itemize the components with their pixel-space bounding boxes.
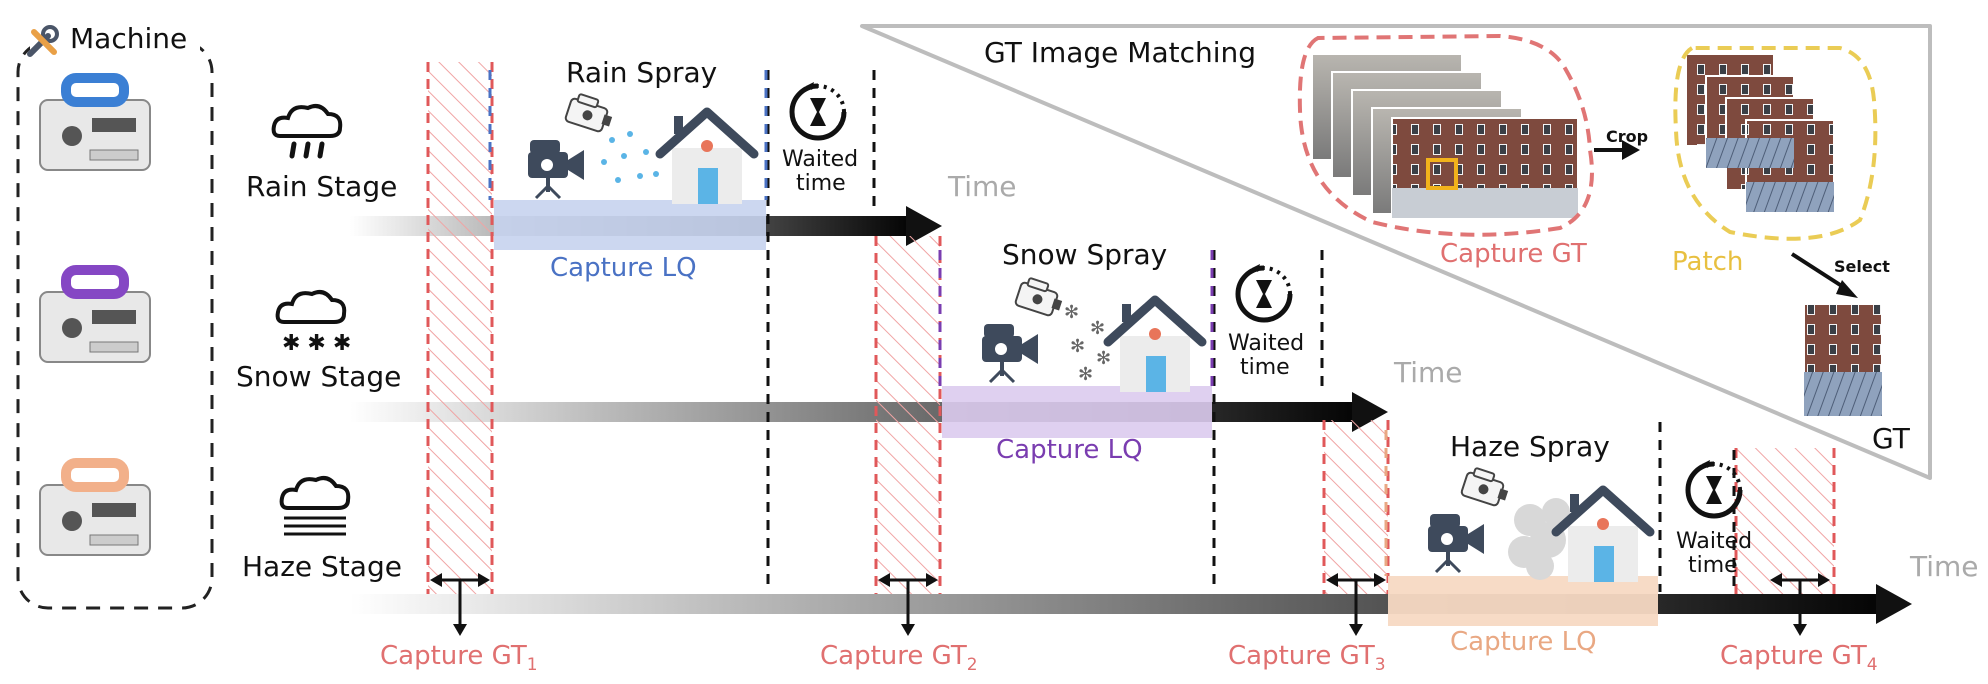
patch-outline bbox=[1673, 46, 1878, 241]
hourglass-icon bbox=[1238, 264, 1290, 320]
rain-cloud-icon bbox=[271, 104, 343, 159]
waited-time-snow: time bbox=[1240, 355, 1290, 380]
gt-patch-image bbox=[1803, 303, 1883, 417]
hourglass-icon bbox=[1688, 460, 1740, 516]
svg-text:✻: ✻ bbox=[1078, 364, 1093, 385]
gt-matching-title: GT Image Matching bbox=[984, 36, 1256, 69]
time-label: Time bbox=[947, 170, 1017, 203]
camera-icon bbox=[1426, 512, 1486, 574]
gt-capture-window bbox=[1734, 448, 1836, 594]
svg-text:✻: ✻ bbox=[1064, 302, 1079, 323]
stage-label-snow: Snow Stage bbox=[236, 360, 401, 393]
hourglass-icon bbox=[792, 82, 844, 138]
stage-label-rain: Rain Stage bbox=[246, 170, 397, 203]
capture-lq-band-snow bbox=[942, 386, 1212, 438]
capture-gt-3-label: Capture GT3 bbox=[1228, 641, 1386, 675]
house-icon bbox=[660, 112, 754, 204]
capture-lq-label-haze: Capture LQ bbox=[1450, 627, 1597, 657]
crop-label: Crop bbox=[1606, 127, 1648, 146]
fog-machine-icon bbox=[40, 78, 150, 170]
gt-label: GT bbox=[1872, 422, 1911, 455]
capture-gt-label: Capture GT bbox=[1440, 239, 1587, 269]
colored-dividers bbox=[488, 70, 1388, 576]
capture-lq-label-rain: Capture LQ bbox=[550, 253, 697, 283]
house-icon bbox=[1556, 490, 1650, 582]
camera-icon bbox=[526, 138, 586, 200]
gt-capture-marker: Capture GT2 bbox=[820, 573, 978, 675]
stage-label-haze: Haze Stage bbox=[242, 550, 402, 583]
fog-machine-icon bbox=[40, 270, 150, 362]
gt-matching-panel bbox=[860, 24, 1932, 480]
capture-lq-band-rain bbox=[494, 200, 766, 250]
snow-cloud-icon: ✱ ✱ ✱ bbox=[275, 290, 351, 356]
haze-smoke bbox=[1508, 498, 1570, 580]
capture-gt-outline bbox=[1297, 33, 1594, 237]
gt-capture-window bbox=[426, 62, 494, 594]
waited-label-snow: Waited bbox=[1228, 331, 1304, 356]
patch-stack bbox=[1685, 53, 1835, 213]
haze-cloud-icon bbox=[279, 476, 351, 536]
house-icon bbox=[1108, 300, 1202, 392]
svg-text:✻: ✻ bbox=[1090, 318, 1105, 339]
fog-machine-icon bbox=[40, 463, 150, 555]
camera-icon bbox=[980, 322, 1040, 384]
spray-title-snow: Snow Spray bbox=[1002, 238, 1167, 271]
sprayer-icon bbox=[1013, 275, 1067, 320]
svg-text:✱ ✱ ✱: ✱ ✱ ✱ bbox=[282, 331, 351, 356]
waited-time-rain: time bbox=[796, 171, 846, 196]
gt-capture-marker: Capture GT1 bbox=[380, 573, 538, 675]
select-label: Select bbox=[1834, 257, 1890, 276]
sprayer-icon bbox=[1459, 465, 1513, 510]
stage-dividers bbox=[766, 70, 1736, 592]
capture-gt-stack bbox=[1311, 53, 1579, 219]
patch-label: Patch bbox=[1672, 247, 1743, 277]
sprayer-icon bbox=[563, 91, 617, 136]
svg-text:✻: ✻ bbox=[1096, 348, 1111, 369]
capture-lq-label-snow: Capture LQ bbox=[996, 435, 1143, 465]
capture-gt-4-label: Capture GT4 bbox=[1720, 641, 1878, 675]
time-label: Time bbox=[1393, 356, 1463, 389]
gt-capture-window bbox=[1322, 420, 1390, 594]
tool-icon bbox=[27, 25, 59, 57]
machine-panel bbox=[16, 40, 214, 610]
rain-drops bbox=[601, 131, 659, 183]
machine-title: Machine bbox=[70, 22, 187, 55]
waited-label-haze: Waited bbox=[1676, 529, 1752, 554]
capture-lq-band-haze bbox=[1388, 576, 1658, 626]
waited-label-rain: Waited bbox=[782, 147, 858, 172]
time-label: Time bbox=[1909, 550, 1979, 583]
spray-title-rain: Rain Spray bbox=[566, 56, 717, 89]
svg-text:✻: ✻ bbox=[1070, 336, 1085, 357]
snowflakes: ✻✻✻ ✻✻ bbox=[1064, 302, 1111, 385]
capture-gt-1-label: Capture GT1 bbox=[380, 641, 538, 675]
gt-capture-window bbox=[874, 236, 942, 594]
gt-capture-marker: Capture GT4 bbox=[1720, 573, 1878, 675]
capture-gt-2-label: Capture GT2 bbox=[820, 641, 978, 675]
spray-title-haze: Haze Spray bbox=[1450, 430, 1610, 463]
gt-capture-marker: Capture GT3 bbox=[1228, 573, 1386, 675]
waited-time-haze: time bbox=[1688, 553, 1738, 578]
